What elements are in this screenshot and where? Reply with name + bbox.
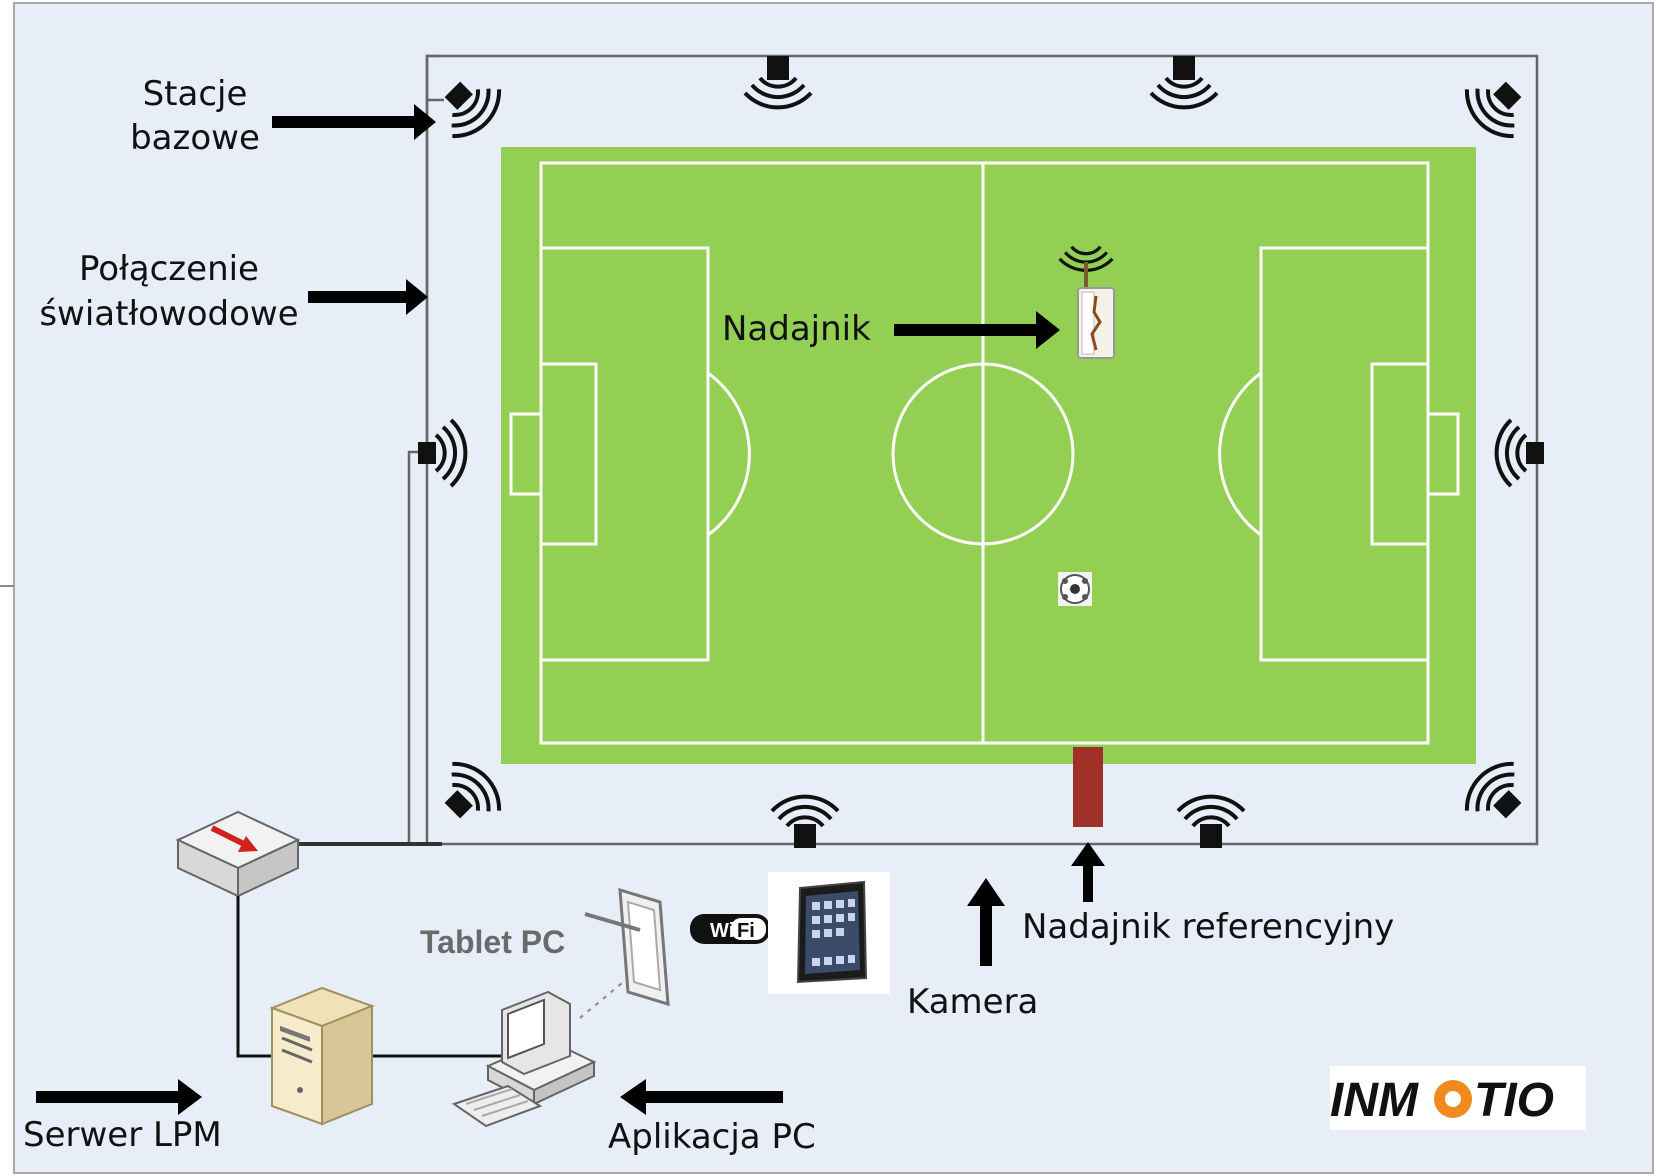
wifi-text-wi: Wi [710,920,734,942]
arrow-icon [620,1079,783,1115]
label-base-stations-line1: Stacje [143,74,248,114]
label-fiber-line1: Połączenie [79,249,259,289]
base-station-icon [429,754,509,834]
wifi-logo-icon: Wi Fi [690,914,770,944]
desktop-pc-icon [451,990,597,1128]
label-camera: Kamera [907,982,1038,1022]
base-station-icon [1176,794,1246,848]
label-reference-transmitter: Nadajnik referencyjny [1022,907,1394,947]
transmitter-tag-icon [1057,245,1115,359]
arrow-icon [36,1079,202,1115]
arrow-icon [272,104,436,140]
label-base-stations-line2: bazowe [130,118,260,158]
network-switch-icon [175,810,301,898]
inmotio-logo: INM TIO [1330,1066,1586,1130]
network-cables [236,896,629,1058]
logo-text-right: TIO [1474,1074,1554,1127]
base-station-icon [770,794,840,848]
base-station-icon [1457,754,1537,834]
logo-text-left: INM [1330,1074,1419,1127]
arrow-icon [894,311,1060,349]
server-tower-icon [269,986,375,1126]
arrow-icon [1071,842,1105,902]
label-server: Serwer LPM [23,1115,222,1155]
tablet-stylus-icon [584,887,670,1007]
ipad-icon [768,872,890,994]
label-transmitter: Nadajnik [722,309,871,349]
base-station-icon [1457,66,1537,146]
arrow-icon [308,279,428,315]
arrow-icon [967,878,1005,966]
football-pitch [501,147,1476,764]
base-station-icon [429,66,509,146]
reference-transmitter-icon [1073,747,1103,827]
base-station-icon [743,56,813,110]
base-station-icon [1149,56,1219,110]
base-station-icon [418,418,468,488]
label-fiber-line2: światłowodowe [39,294,298,334]
ball-icon [1058,572,1092,606]
label-pc-app: Aplikacja PC [608,1117,816,1157]
wifi-text-fi: Fi [737,920,755,942]
label-tablet: Tablet PC [420,924,565,960]
base-station-icon [1494,418,1544,488]
